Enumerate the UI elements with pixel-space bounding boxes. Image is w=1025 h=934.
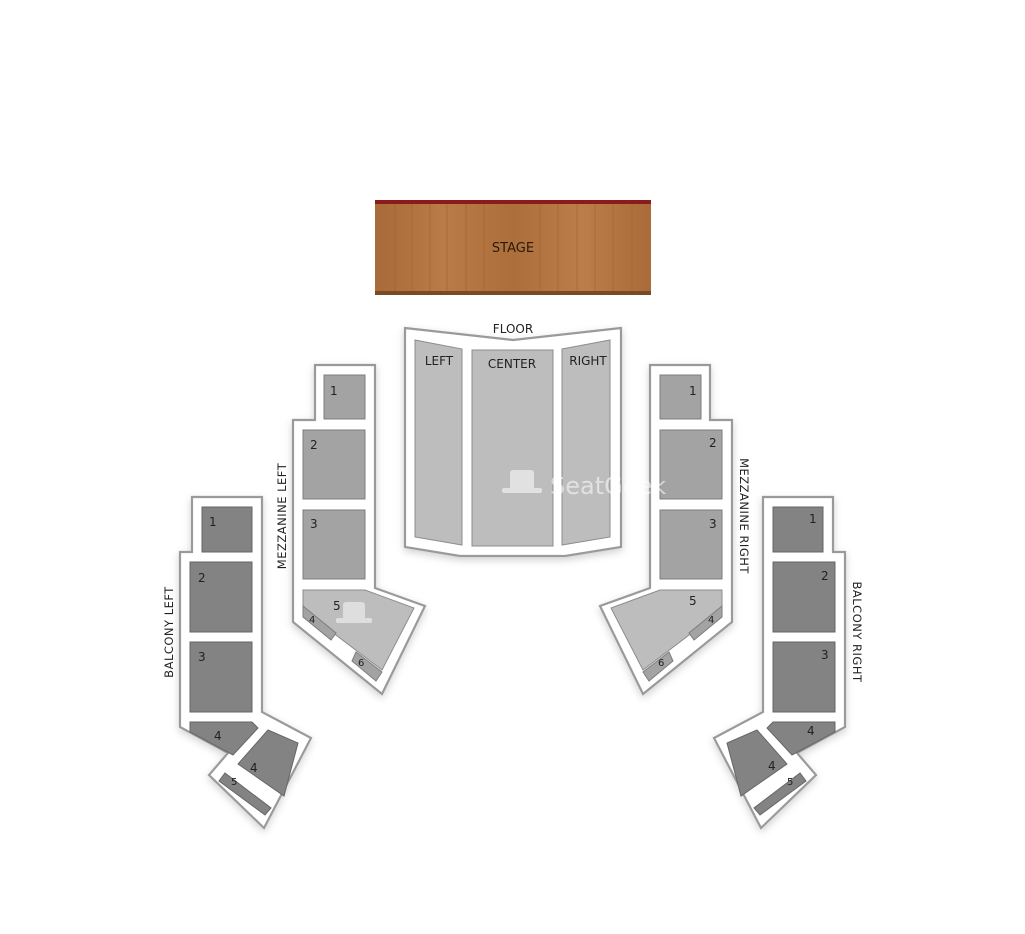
mezzanine-right-title: MEZZANINE RIGHT: [737, 458, 751, 574]
mezzanine-left-section-4[interactable]: [302, 604, 337, 641]
mezzanine-left-section-1[interactable]: [323, 374, 366, 420]
floor-right-section[interactable]: [561, 339, 611, 546]
mezzanine-right-section-4[interactable]: [688, 604, 723, 641]
balcony-left-section-1-label: 1: [209, 515, 217, 529]
balcony-right-title: BALCONY RIGHT: [850, 582, 864, 683]
balcony-left-section-4a[interactable]: [189, 721, 259, 756]
balcony-left-section-5-label: 5: [231, 777, 237, 788]
mezzanine-left: 1 2 3 5 4 6 MEZZANINE LEFT: [275, 363, 427, 696]
mezzanine-right-section-3[interactable]: [659, 509, 723, 580]
mezzanine-left-section-3[interactable]: [302, 509, 366, 580]
balcony-right-section-4a[interactable]: [766, 721, 836, 756]
balcony-left-section-5[interactable]: [218, 772, 272, 816]
balcony-left-title: BALCONY LEFT: [162, 586, 176, 678]
floor-left-section[interactable]: [414, 339, 463, 546]
watermark-left: [336, 602, 372, 623]
balcony-right-section-2[interactable]: [772, 561, 836, 633]
stage-wood-grain: [394, 204, 633, 292]
mezzanine-right-section-2-label: 2: [709, 436, 717, 450]
floor-sections: LEFT CENTER RIGHT: [414, 339, 611, 547]
balcony-left-section-2[interactable]: [189, 561, 253, 633]
mezzanine-right: 1 2 3 5 4 6 MEZZANINE RIGHT: [598, 363, 751, 696]
mezzanine-right-section-6[interactable]: [642, 651, 674, 682]
balcony-right-section-3-label: 3: [821, 648, 829, 662]
balcony-left-section-3[interactable]: [189, 641, 253, 713]
mezzanine-left-section-4-label: 4: [309, 615, 315, 626]
balcony-right-section-1[interactable]: [772, 506, 824, 553]
balcony-left-section-4b-label: 4: [250, 761, 258, 775]
floor-center-label: CENTER: [488, 357, 536, 371]
mezzanine-right-section-4-label: 4: [708, 615, 714, 626]
mezzanine-left-section-2-label: 2: [310, 438, 318, 452]
balcony-right-section-4a-label: 4: [807, 724, 815, 738]
mezzanine-right-section-2[interactable]: [659, 429, 723, 500]
stage: STAGE: [375, 200, 651, 295]
top-hat-icon: [502, 470, 542, 493]
stage-back-edge: [375, 291, 651, 295]
balcony-right-section-5[interactable]: [753, 772, 807, 816]
balcony-left: 1 2 3 4 4 5 BALCONY LEFT: [162, 495, 313, 830]
mezzanine-right-section-3-label: 3: [709, 517, 717, 531]
mezzanine-left-section-1-label: 1: [330, 384, 338, 398]
stage-front-edge: [375, 200, 651, 204]
floor-center-section[interactable]: [471, 349, 554, 547]
top-hat-icon: [336, 602, 372, 623]
balcony-right-section-2-label: 2: [821, 569, 829, 583]
floor-title: FLOOR: [493, 322, 533, 336]
mezzanine-left-section-6-label: 6: [358, 658, 364, 669]
balcony-right-section-4b[interactable]: [726, 729, 788, 797]
balcony-right-section-1-label: 1: [809, 512, 817, 526]
balcony-left-section-4a-label: 4: [214, 729, 222, 743]
mezzanine-right-section-5-label: 5: [689, 594, 697, 608]
balcony-left-section-2-label: 2: [198, 571, 206, 585]
floor-right-label: RIGHT: [569, 354, 607, 368]
mezzanine-left-section-5-label: 5: [333, 599, 341, 613]
balcony-right-section-3[interactable]: [772, 641, 836, 713]
balcony-right: 1 2 3 4 4 5 BALCONY RIGHT: [712, 495, 864, 830]
mezzanine-left-section-6[interactable]: [351, 651, 383, 682]
mezzanine-right-section-6-label: 6: [658, 658, 664, 669]
balcony-left-section-4b[interactable]: [237, 729, 299, 797]
mezzanine-right-section-1-label: 1: [689, 384, 697, 398]
balcony-right-section-4b-label: 4: [768, 759, 776, 773]
mezzanine-left-title: MEZZANINE LEFT: [275, 462, 289, 569]
watermark-text: SeatGeek: [550, 472, 666, 500]
watermark-center: SeatGeek: [502, 470, 666, 500]
mezzanine-left-section-2[interactable]: [302, 429, 366, 500]
mezzanine-left-section-3-label: 3: [310, 517, 318, 531]
mezzanine-right-section-1[interactable]: [659, 374, 702, 420]
balcony-right-section-5-label: 5: [787, 777, 793, 788]
balcony-left-section-1[interactable]: [201, 506, 253, 553]
stage-label: STAGE: [492, 241, 534, 256]
stage-floor: [375, 200, 651, 295]
floor-left-label: LEFT: [425, 354, 454, 368]
balcony-left-section-3-label: 3: [198, 650, 206, 664]
